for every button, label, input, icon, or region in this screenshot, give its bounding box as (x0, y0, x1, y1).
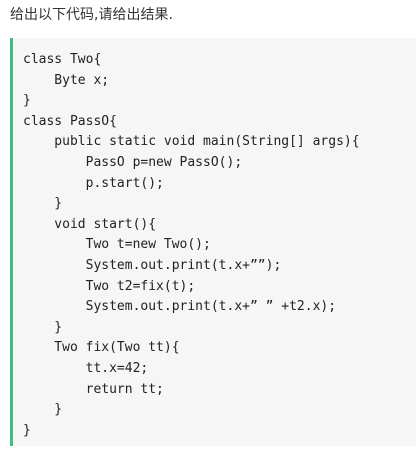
code-line-16: tt.x=42; (23, 360, 149, 376)
question-text: 给出以下代码,请给出结果. (10, 7, 173, 23)
code-line-11: System.out.print(t.x+””); (23, 257, 282, 273)
code-line-9: void start(){ (23, 216, 157, 232)
code-line-17: return tt; (23, 381, 164, 397)
code-line-14: } (23, 319, 63, 335)
code-line-7: p.start(); (23, 175, 164, 191)
code-line-13: System.out.print(t.x+” ” +t2.x); (23, 299, 337, 315)
code-line-6: PassO p=new PassO(); (23, 154, 243, 170)
code-line-4: class PassO{ (23, 113, 117, 129)
code-line-10: Two t=new Two(); (23, 237, 211, 253)
code-line-8: } (23, 196, 63, 212)
code-block: class Two{ Byte x;} class PassO{ public s… (10, 38, 416, 446)
code-line-19: } (23, 422, 31, 438)
code-line-3: } (23, 93, 31, 109)
code-line-15: Two fix(Two tt){ (23, 340, 180, 356)
code-line-2: Byte x; (23, 72, 110, 88)
code-line-18: } (23, 402, 63, 418)
code-line-5: public static void main(String[] args){ (23, 134, 360, 150)
code-listing: class Two{ Byte x;} class PassO{ public s… (23, 50, 360, 441)
code-line-1: class Two{ (23, 52, 102, 67)
code-line-12: Two t2=fix(t); (23, 278, 196, 294)
